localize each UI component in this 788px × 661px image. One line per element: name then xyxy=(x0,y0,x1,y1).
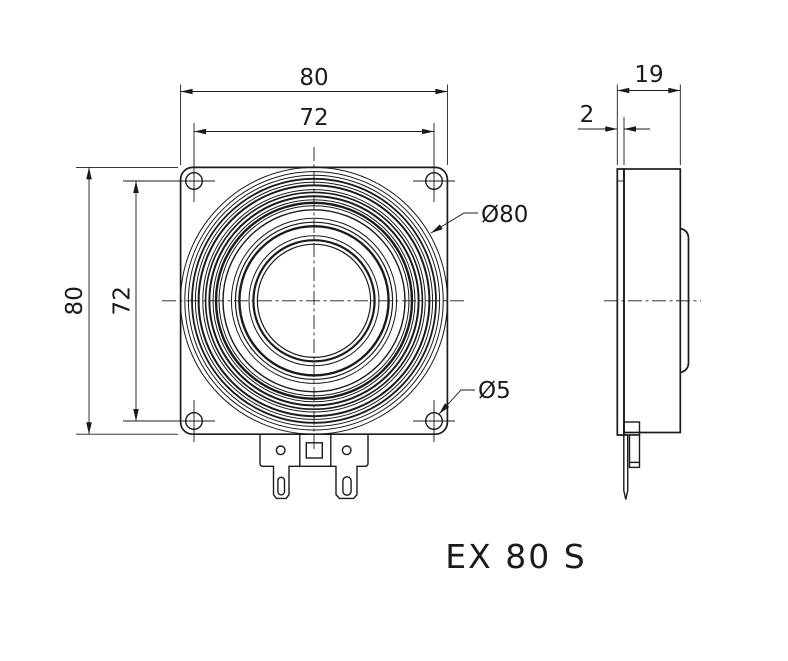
dim-holes-h-value: 72 xyxy=(299,105,328,131)
front-view xyxy=(162,147,466,500)
mounting-hole xyxy=(413,160,455,202)
dimensions: 80 72 80 72 19 2 xyxy=(62,62,681,435)
dim-width-value: 80 xyxy=(299,65,328,91)
flange-side xyxy=(616,168,625,436)
terminal-bracket-front xyxy=(259,434,369,500)
label-diameter-80: Ø80 xyxy=(430,202,528,234)
terminal-pin xyxy=(623,434,629,500)
bracket-center-square xyxy=(305,442,323,459)
dim-width-80: 80 xyxy=(180,65,448,95)
dim-depth-19: 19 xyxy=(617,62,681,94)
dim-height-80: 80 xyxy=(62,167,92,435)
dim-holes-72-v: 72 xyxy=(110,181,139,421)
hole-diameter-text: Ø5 xyxy=(478,378,511,404)
bracket-hole xyxy=(275,445,286,456)
mounting-hole xyxy=(413,400,455,442)
mounting-hole xyxy=(173,400,215,442)
bracket-hole xyxy=(341,445,352,456)
dim-flange-2: 2 xyxy=(578,102,650,132)
dim-holes-v-value: 72 xyxy=(110,286,136,315)
bracket-outline xyxy=(259,434,369,500)
extension-lines xyxy=(76,84,681,435)
tab-slot xyxy=(277,476,286,496)
dim-flange-value: 2 xyxy=(580,102,595,128)
dim-height-value: 80 xyxy=(62,286,88,315)
product-title: EX 80 S xyxy=(445,537,586,576)
front-center-lines xyxy=(162,147,466,452)
terminal-side xyxy=(623,421,641,500)
dim-holes-72-h: 72 xyxy=(194,105,434,135)
tab-slot xyxy=(342,476,352,496)
diaphragm-diameter-text: Ø80 xyxy=(481,202,528,228)
dim-depth-value: 19 xyxy=(634,62,663,88)
side-view xyxy=(604,168,701,500)
leader-labels: Ø80 Ø5 xyxy=(430,202,528,415)
label-diameter-5: Ø5 xyxy=(438,378,511,415)
mounting-holes xyxy=(173,160,455,442)
mounting-hole xyxy=(173,160,215,202)
